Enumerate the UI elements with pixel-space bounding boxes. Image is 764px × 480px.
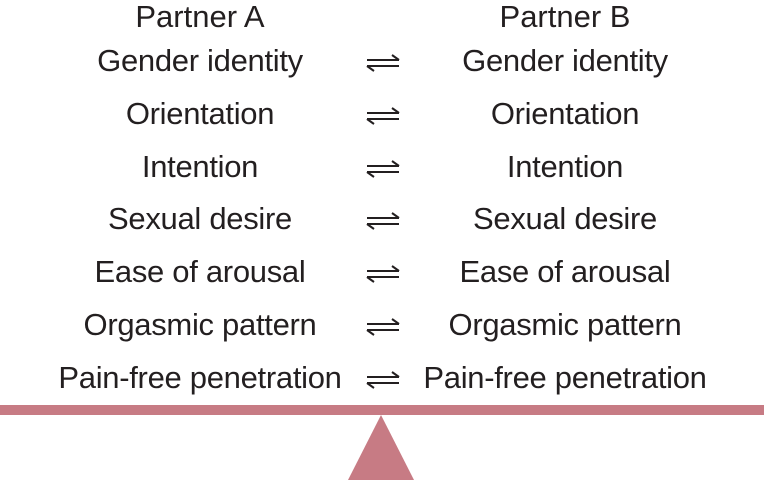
factor-rows: Gender identity Gender identity Orientat… (0, 36, 764, 406)
partner-a-factor: Sexual desire (108, 201, 292, 237)
equilibrium-arrows-icon (366, 212, 400, 231)
partner-a-factor: Pain-free penetration (58, 359, 342, 395)
partner-b-factor: Orgasmic pattern (448, 306, 682, 342)
equilibrium-arrows-icon (366, 318, 400, 336)
factor-row: Sexual desire Sexual desire (0, 194, 764, 247)
equilibrium-arrows-icon (366, 370, 400, 389)
partner-b-factor: Ease of arousal (459, 254, 671, 290)
equilibrium-arrows-icon (366, 159, 400, 178)
partner-a-factor: Intention (141, 148, 259, 184)
factor-row: Intention Intention (0, 142, 764, 195)
partner-b-title: Partner B (499, 0, 631, 34)
partner-a-factor: Orientation (125, 95, 275, 131)
partner-a-factor: Ease of arousal (94, 254, 306, 290)
equilibrium-arrows-icon (366, 54, 400, 72)
partner-b-factor: Intention (506, 148, 624, 184)
partner-b-factor: Pain-free penetration (423, 359, 707, 395)
partner-a-factor: Orgasmic pattern (83, 306, 317, 342)
partner-b-factor: Sexual desire (473, 201, 657, 237)
partner-b-factor: Orientation (490, 95, 640, 131)
factor-row: Orgasmic pattern Orgasmic pattern (0, 300, 764, 353)
factor-row: Orientation Orientation (0, 89, 764, 142)
factor-row: Pain-free penetration Pain-free penetrat… (0, 353, 764, 406)
fulcrum-triangle-icon (348, 415, 414, 480)
factor-row: Ease of arousal Ease of arousal (0, 247, 764, 300)
equilibrium-arrows-icon (366, 106, 400, 125)
partner-a-factor: Gender identity (97, 43, 303, 78)
factor-row: Gender identity Gender identity (0, 36, 764, 89)
equilibrium-arrows-icon (366, 265, 400, 284)
partner-a-title: Partner A (135, 0, 265, 34)
balance-beam (0, 405, 764, 415)
partner-b-factor: Gender identity (462, 43, 668, 78)
